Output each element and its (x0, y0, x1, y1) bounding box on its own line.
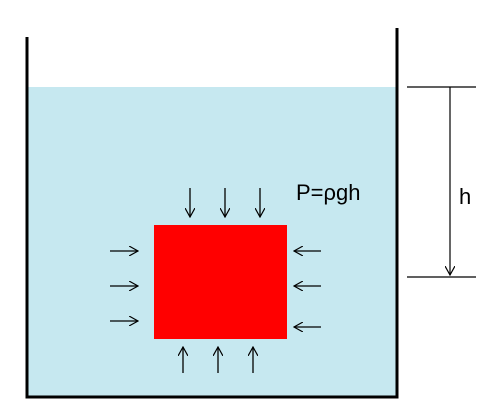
submerged-block (154, 225, 287, 339)
depth-label: h (459, 184, 471, 209)
formula-label: P=ρgh (296, 180, 361, 205)
left-pressure-arrows (110, 251, 138, 321)
bottom-pressure-arrows (183, 347, 253, 373)
depth-dimension (407, 86, 476, 278)
top-pressure-arrows (190, 188, 260, 217)
container (25, 28, 399, 399)
right-pressure-arrows (294, 251, 321, 327)
